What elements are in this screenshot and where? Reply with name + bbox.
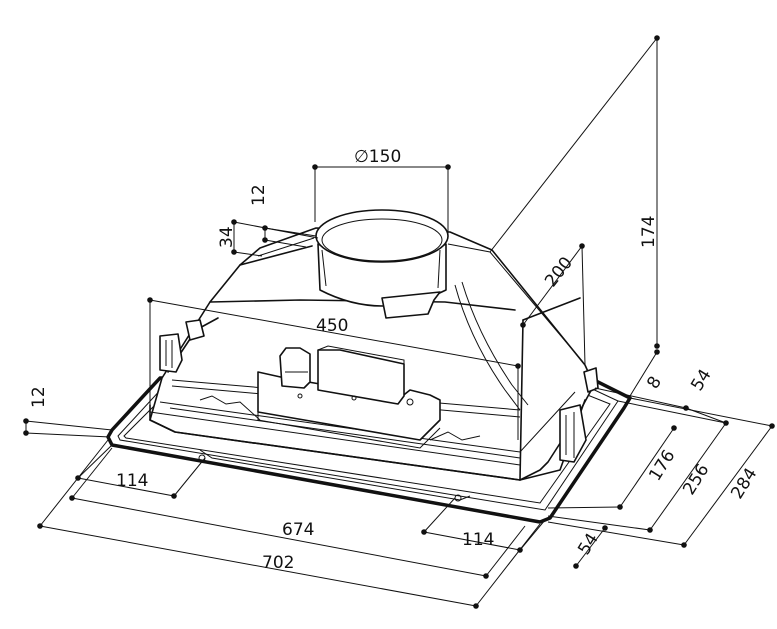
label-114-left: 114 [116,471,148,491]
damper-tab [381,291,441,319]
label-256: 256 [679,461,713,499]
label-200: 200 [541,253,577,291]
dim-450: 450 [147,297,521,440]
dim-diameter: ∅150 [312,147,451,235]
dim-174: 174 [489,35,660,349]
label-8: 8 [643,373,666,393]
dim-8: 8 [629,349,666,397]
label-176: 176 [645,447,679,485]
dim-12-34: 12 34 [217,184,319,257]
label-450: 450 [316,316,348,336]
outlet-rim [315,209,449,263]
label-34: 34 [217,226,237,248]
label-702: 702 [262,553,294,573]
label-12-top: 12 [249,184,269,206]
control-box [317,349,405,405]
label-12-left: 12 [29,386,49,408]
connector-block [279,347,311,389]
dim-bottom-stack: 114 114 674 702 [37,439,546,609]
dim-12-left: 12 [23,386,113,438]
label-114-right: 114 [462,530,494,550]
label-diameter: ∅150 [354,147,401,167]
label-674: 674 [282,520,314,540]
label-174: 174 [639,216,659,248]
label-54-top: 54 [687,366,715,395]
label-54-bottom: 54 [574,530,602,559]
left-clamp [159,333,183,373]
hood-body [106,209,632,524]
label-284: 284 [727,465,761,503]
